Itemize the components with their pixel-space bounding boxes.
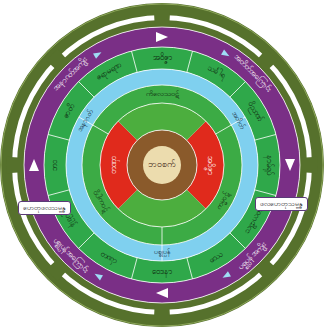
ring-border (44, 47, 280, 283)
wheel-spoke (6, 157, 22, 173)
wheel-spoke (302, 157, 318, 173)
flow-arrow (221, 50, 231, 59)
wheel-rim (0, 3, 324, 327)
link-label: ဝေဒနာ (152, 268, 172, 277)
link-divider (79, 233, 95, 249)
round-ring (82, 85, 242, 245)
link-divider (255, 190, 276, 196)
ring-border (100, 103, 224, 227)
flow-arrow (93, 50, 103, 59)
link-label: နာမ်ရုပ် (265, 155, 274, 175)
link-divider (255, 134, 276, 140)
centre-label: ဘဝစက် (148, 160, 176, 170)
wheel-spoke (154, 9, 170, 25)
link-divider (48, 190, 69, 196)
flow-arrow (156, 288, 168, 298)
period-label: ပစ္စုပ္ပန် (154, 249, 171, 257)
link-divider (48, 134, 69, 140)
link-divider (230, 233, 246, 249)
link-divider (187, 258, 193, 279)
callout-box: ဖလဟေတုသမ္ဗန္ဓ (255, 197, 308, 211)
hub-centre (143, 146, 181, 184)
ring-border (82, 85, 242, 245)
ring-border (127, 130, 197, 200)
link-divider (131, 258, 137, 279)
flow-arrow (221, 271, 231, 280)
wheel-spoke (154, 305, 170, 321)
root-label: တဏှာ (110, 156, 119, 174)
wheel-inner-rim (17, 20, 307, 310)
round-label: ကိလေသဝဋ် (146, 90, 179, 98)
flow-arrow (93, 271, 103, 280)
callout-box: ဟေတုဖလသမ္ဗန္ဓ (18, 201, 71, 215)
ring-border (66, 69, 258, 261)
link-divider (79, 82, 95, 98)
link-label: အဝိဇ္ဇာ (153, 54, 172, 63)
links-ring (44, 47, 280, 283)
link-divider (230, 82, 246, 98)
link-divider (187, 51, 193, 72)
period-ring (66, 69, 258, 261)
root-label: အဝိဇ္ဇာ (206, 156, 215, 175)
flow-arrow (29, 159, 39, 171)
ring-border (24, 27, 300, 303)
link-label: ဘဝ (51, 160, 60, 171)
hub (127, 130, 197, 200)
callout-text: ဖလဟေတုသမ္ဗန္ဓ (260, 200, 303, 208)
flow-arrow (285, 159, 295, 171)
link-divider (131, 51, 137, 72)
purple-ring (24, 27, 300, 303)
flow-arrow (156, 32, 168, 42)
rim-highlight (1, 4, 323, 326)
callout-text: ဟေတုဖလသမ္ဗန္ဓ (23, 204, 66, 212)
